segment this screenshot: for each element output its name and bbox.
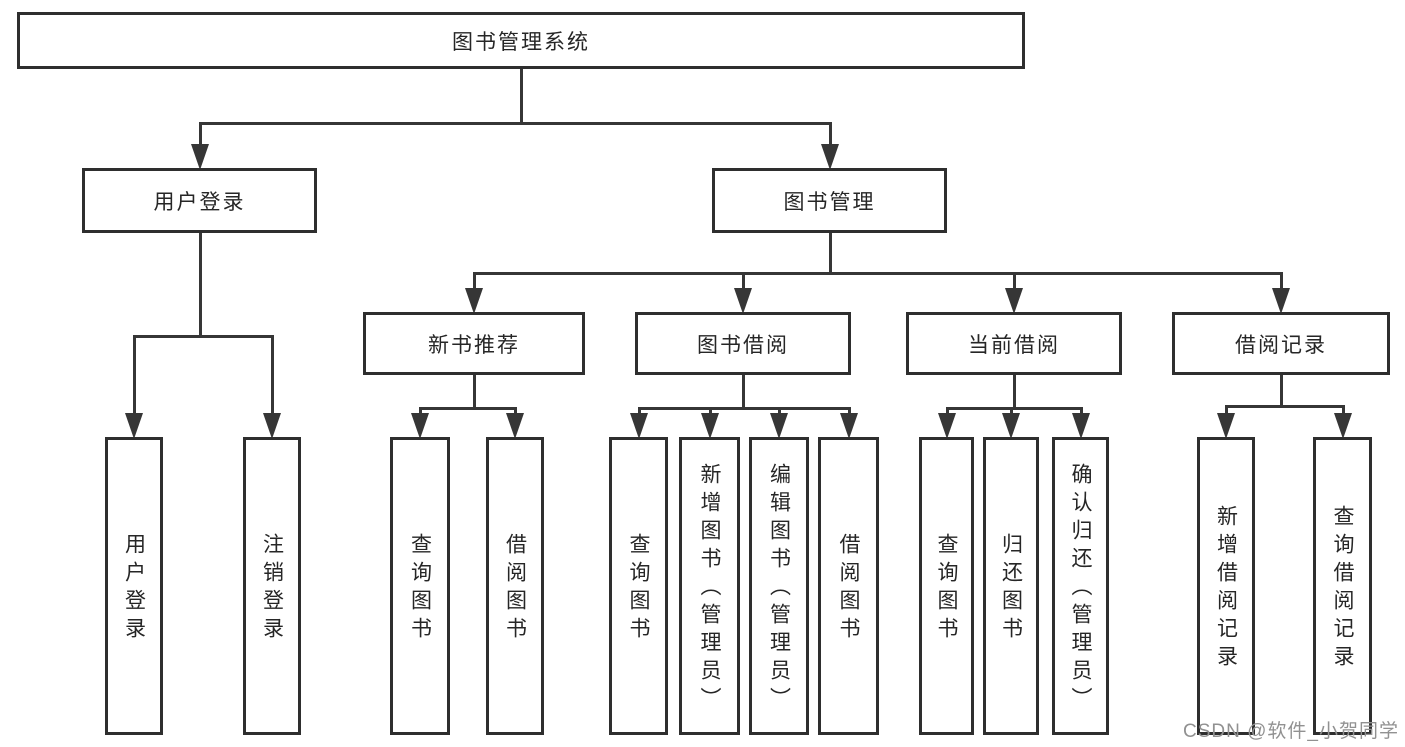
arrowhead-icon	[1072, 413, 1090, 439]
connector-line	[778, 407, 781, 417]
arrowhead-icon	[125, 413, 143, 439]
node-leaf-edit-books: 编辑图书（管理员）	[749, 437, 809, 735]
connector-line	[133, 335, 136, 417]
node-leaf-query-record: 查询借阅记录	[1313, 437, 1372, 735]
connector-line	[742, 375, 745, 410]
csdn-watermark: CSDN @软件_小贺同学	[1183, 721, 1399, 742]
connector-line	[1280, 272, 1283, 292]
connector-line	[419, 407, 422, 417]
connector-line	[1280, 375, 1283, 408]
arrowhead-icon	[1217, 413, 1235, 439]
connector-line	[199, 233, 202, 338]
node-leaf-borrow-books-2: 借阅图书	[818, 437, 879, 735]
node-leaf-return-books: 归还图书	[983, 437, 1039, 735]
arrowhead-icon	[1334, 413, 1352, 439]
node-root: 图书管理系统	[17, 12, 1025, 69]
connector-line	[1080, 407, 1083, 417]
connector-line	[133, 335, 273, 338]
connector-line	[473, 272, 1282, 275]
arrowhead-icon	[770, 413, 788, 439]
connector-line	[946, 407, 949, 417]
node-current-borrowing: 当前借阅	[906, 312, 1122, 375]
arrowhead-icon	[840, 413, 858, 439]
connector-line	[848, 407, 851, 417]
connector-line	[271, 335, 274, 417]
connector-line	[473, 375, 476, 410]
connector-line	[199, 122, 831, 125]
node-leaf-add-books: 新增图书（管理员）	[679, 437, 740, 735]
connector-line	[1225, 405, 1344, 408]
arrowhead-icon	[263, 413, 281, 439]
node-leaf-logout: 注销登录	[243, 437, 301, 735]
connector-line	[1342, 405, 1345, 417]
connector-line	[709, 407, 712, 417]
node-leaf-add-record: 新增借阅记录	[1197, 437, 1255, 735]
connector-line	[638, 407, 850, 410]
arrowhead-icon	[701, 413, 719, 439]
node-leaf-query-books-2: 查询图书	[609, 437, 668, 735]
node-leaf-confirm-return: 确认归还（管理员）	[1052, 437, 1109, 735]
arrowhead-icon	[506, 413, 524, 439]
node-user-login-branch: 用户登录	[82, 168, 317, 233]
node-book-borrowing: 图书借阅	[635, 312, 851, 375]
node-leaf-query-books-1: 查询图书	[390, 437, 450, 735]
connector-line	[742, 272, 745, 292]
connector-line	[514, 407, 517, 417]
connector-line	[419, 407, 516, 410]
node-borrowing-records: 借阅记录	[1172, 312, 1390, 375]
arrowhead-icon	[1002, 413, 1020, 439]
connector-line	[199, 122, 202, 148]
node-leaf-borrow-books-1: 借阅图书	[486, 437, 544, 735]
arrowhead-icon	[938, 413, 956, 439]
connector-line	[520, 69, 523, 125]
arrowhead-icon	[734, 288, 752, 314]
node-new-book-recommend: 新书推荐	[363, 312, 585, 375]
connector-line	[473, 272, 476, 292]
arrowhead-icon	[630, 413, 648, 439]
arrowhead-icon	[1005, 288, 1023, 314]
connector-line	[638, 407, 641, 417]
connector-line	[1013, 375, 1016, 410]
node-leaf-user-login: 用户登录	[105, 437, 163, 735]
connector-line	[1010, 407, 1013, 417]
node-leaf-query-books-3: 查询图书	[919, 437, 974, 735]
arrowhead-icon	[411, 413, 429, 439]
connector-line	[1225, 405, 1228, 417]
arrowhead-icon	[191, 144, 209, 170]
connector-line	[946, 407, 1082, 410]
connector-line	[829, 233, 832, 275]
connector-line	[1013, 272, 1016, 292]
arrowhead-icon	[465, 288, 483, 314]
arrowhead-icon	[1272, 288, 1290, 314]
node-book-management: 图书管理	[712, 168, 947, 233]
connector-line	[829, 122, 832, 148]
arrowhead-icon	[821, 144, 839, 170]
